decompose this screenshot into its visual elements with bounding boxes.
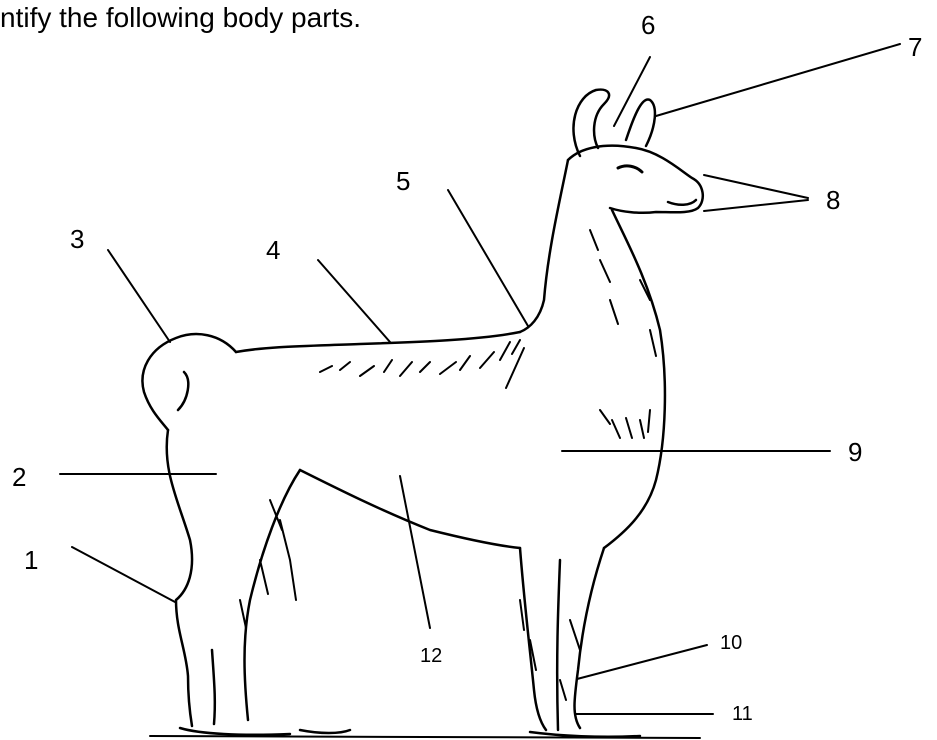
eye <box>618 166 642 172</box>
right-ear <box>626 99 655 146</box>
head <box>568 146 703 213</box>
neck-back <box>520 160 568 332</box>
hair-strokes <box>320 340 524 388</box>
neck-front <box>604 210 665 548</box>
label-10: 10 <box>720 633 742 653</box>
label-8: 8 <box>826 187 840 213</box>
belly <box>300 470 520 548</box>
front-leg-back <box>520 548 546 730</box>
label-6: 6 <box>641 12 655 38</box>
leader-lines <box>60 44 900 714</box>
neck-hair <box>590 230 656 438</box>
front-leg-inner <box>557 560 560 730</box>
leader-10 <box>577 645 707 679</box>
llama-illustration <box>142 90 702 738</box>
label-12: 12 <box>420 646 442 666</box>
label-4: 4 <box>266 237 280 263</box>
leader-8b <box>704 200 808 211</box>
leader-3 <box>108 250 170 342</box>
leader-5 <box>448 190 528 326</box>
leader-1 <box>72 547 175 602</box>
hind-leg-inner <box>212 650 215 724</box>
leader-7 <box>656 44 900 116</box>
label-2: 2 <box>12 464 26 490</box>
leader-8a <box>704 175 808 198</box>
label-1: 1 <box>24 547 38 573</box>
leader-4 <box>318 260 390 342</box>
front-leg-front <box>575 548 605 728</box>
label-11: 11 <box>732 704 753 724</box>
tail-inner <box>178 372 188 410</box>
mouth <box>668 200 696 205</box>
leader-12 <box>400 476 430 628</box>
label-3: 3 <box>70 226 84 252</box>
back-line <box>236 332 520 352</box>
label-5: 5 <box>396 168 410 194</box>
leader-6 <box>614 57 650 126</box>
label-9: 9 <box>848 439 862 465</box>
label-7: 7 <box>908 34 922 60</box>
